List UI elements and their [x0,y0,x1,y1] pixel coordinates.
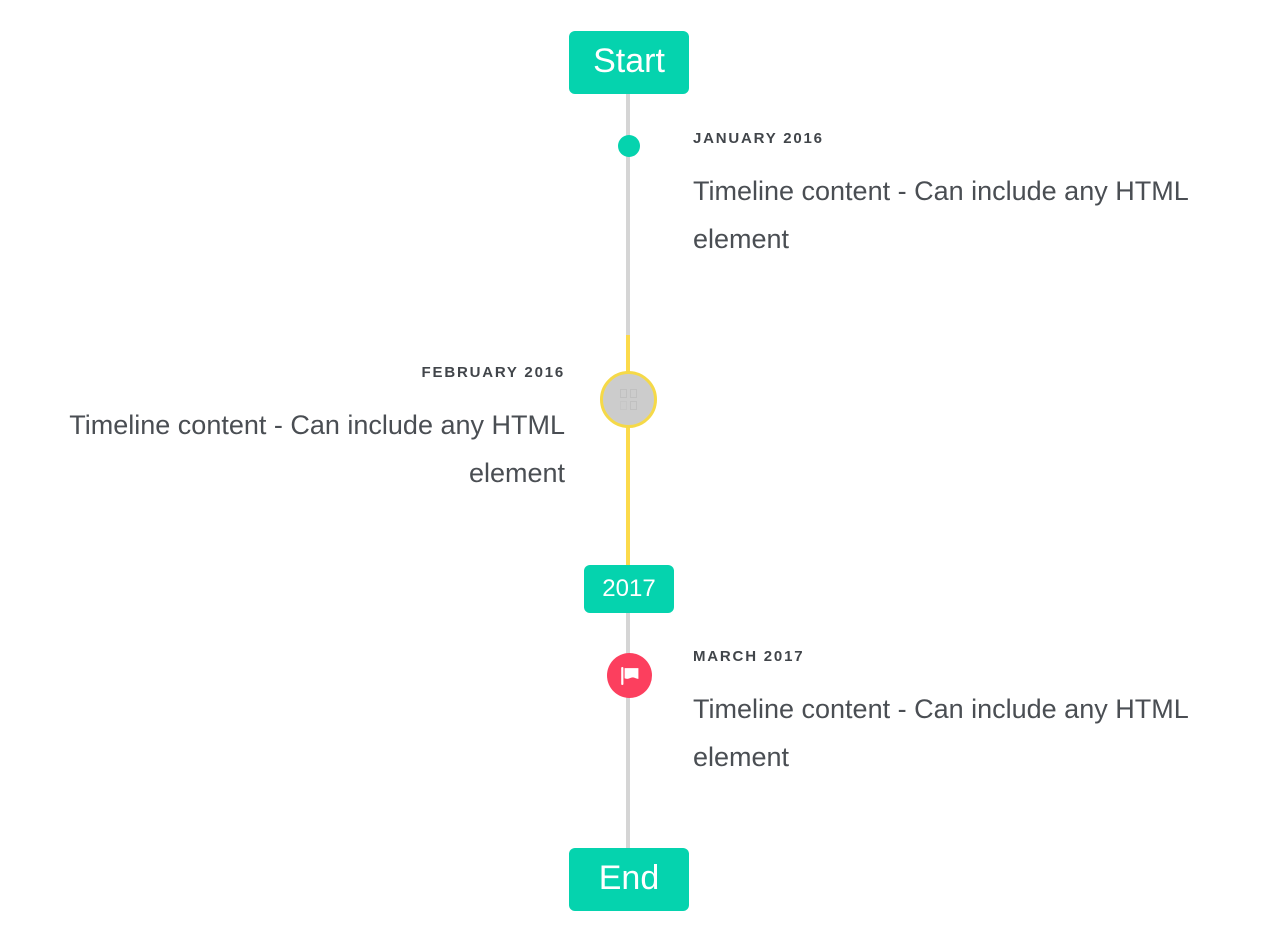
timeline-entry-body: Timeline content - Can include any HTML … [693,693,1188,772]
timeline-entry-february: FEBRUARY 2016 Timeline content - Can inc… [40,364,565,497]
timeline-line-segment-amber [626,335,630,565]
timeline-entry-date: JANUARY 2016 [693,130,824,147]
ringed-marker[interactable] [600,371,657,428]
timeline-line-segment-grey-bottom [626,613,630,848]
timeline-entry-date: MARCH 2017 [693,648,805,665]
timeline-year-divider-badge[interactable]: 2017 [584,565,674,613]
flag-icon [620,666,638,685]
dot-marker[interactable] [618,135,640,157]
timeline-entry-body: Timeline content - Can include any HTML … [693,175,1188,254]
timeline-start-badge[interactable]: Start [569,31,689,94]
timeline-end-badge[interactable]: End [569,848,689,911]
timeline-year-divider-label: 2017 [602,574,656,602]
timeline-entry-date: FEBRUARY 2016 [421,364,565,381]
timeline-end-label: End [598,859,660,897]
timeline-entry-body: Timeline content - Can include any HTML … [69,409,565,488]
timeline-line-segment-grey-top [626,94,630,335]
timeline-entry-march: MARCH 2017 Timeline content - Can includ… [693,648,1233,781]
flag-marker[interactable] [607,653,652,698]
timeline-entry-january: JANUARY 2016 Timeline content - Can incl… [693,130,1233,263]
missing-glyph-icon [620,389,637,410]
timeline-start-label: Start [593,42,665,80]
